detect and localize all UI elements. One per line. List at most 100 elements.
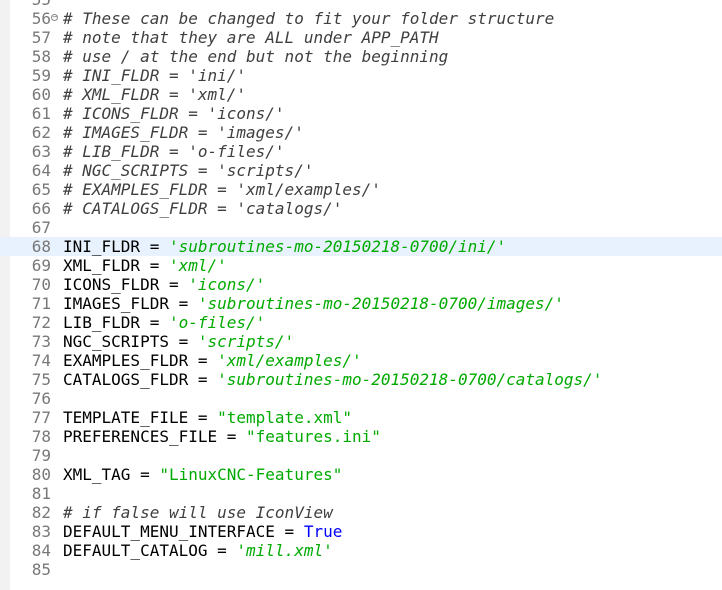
line-number: 67 (31, 218, 51, 237)
code-token: ICONS_FLDR = (63, 275, 189, 294)
code-line[interactable]: 61 # ICONS_FLDR = 'icons/' (0, 104, 722, 123)
code-line[interactable]: 58 # use / at the end but not the beginni… (0, 47, 722, 66)
code-token: # These can be changed to fit your folde… (63, 9, 555, 28)
code-token: PREFERENCES_FILE = (63, 427, 247, 446)
line-code: NGC_SCRIPTS = 'scripts/' (63, 332, 294, 351)
line-code: # INI_FLDR = 'ini/' (63, 66, 246, 85)
line-number: 77 (31, 408, 51, 427)
code-token: # LIB_FLDR = 'o-files/' (63, 142, 285, 161)
code-line[interactable]: 82 # if false will use IconView (0, 503, 722, 522)
line-code: # if false will use IconView (63, 503, 333, 522)
line-code: PREFERENCES_FILE = "features.ini" (63, 427, 381, 446)
line-code: CATALOGS_FLDR = 'subroutines-mo-20150218… (63, 370, 602, 389)
line-number: 57 (31, 28, 51, 47)
line-number: 65 (31, 180, 51, 199)
code-line[interactable]: 66# CATALOGS_FLDR = 'catalogs/' (0, 199, 722, 218)
code-token: "features.ini" (246, 427, 381, 446)
line-number: 68 (31, 237, 51, 256)
code-token: INI_FLDR = (63, 237, 169, 256)
line-code: XML_TAG = "LinuxCNC-Features" (63, 465, 342, 484)
code-token: # XML_FLDR = 'xml/' (63, 85, 247, 104)
line-code: XML_FLDR = 'xml/' (63, 256, 227, 275)
line-number: 59 (31, 66, 51, 85)
code-token: # IMAGES_FLDR = 'images/' (63, 123, 304, 142)
code-line[interactable]: 67 (0, 218, 722, 237)
line-code: # LIB_FLDR = 'o-files/' (63, 142, 285, 161)
code-line[interactable]: 77 TEMPLATE_FILE = "template.xml" (0, 408, 722, 427)
fold-toggle-icon[interactable]: − (51, 13, 58, 21)
line-code: # IMAGES_FLDR = 'images/' (63, 123, 304, 142)
line-code: ICONS_FLDR = 'icons/' (63, 275, 265, 294)
line-code: TEMPLATE_FILE = "template.xml" (63, 408, 352, 427)
code-line[interactable]: 59 # INI_FLDR = 'ini/' (0, 66, 722, 85)
code-token: NGC_SCRIPTS = (63, 332, 198, 351)
line-number: 62 (31, 123, 51, 142)
line-code: # EXAMPLES_FLDR = 'xml/examples/' (63, 180, 381, 199)
code-token: 'subroutines-mo-20150218-0700/images/' (197, 294, 564, 313)
line-code: LIB_FLDR = 'o-files/' (63, 313, 265, 332)
code-token: 'xml/' (168, 256, 227, 275)
code-line[interactable]: 83 DEFAULT_MENU_INTERFACE = True (0, 522, 722, 541)
code-token: IMAGES_FLDR = (63, 294, 198, 313)
code-token: EXAMPLES_FLDR = (63, 351, 218, 370)
line-number: 83 (31, 522, 51, 541)
line-code: # NGC_SCRIPTS = 'scripts/' (63, 161, 313, 180)
code-line[interactable]: 63# LIB_FLDR = 'o-files/' (0, 142, 722, 161)
line-number: 82 (31, 503, 51, 522)
code-line[interactable]: 81 (0, 484, 722, 503)
code-line[interactable]: 76 (0, 389, 722, 408)
code-token: 'o-files/' (168, 313, 266, 332)
code-token: DEFAULT_CATALOG = (63, 541, 237, 560)
code-token: # use / at the end but not the beginning (63, 47, 449, 66)
code-token: True (303, 522, 343, 541)
code-token: TEMPLATE_FILE = (63, 408, 218, 427)
code-line[interactable]: 55 (0, 0, 722, 9)
code-token: 'mill.xml' (236, 541, 333, 560)
line-code: EXAMPLES_FLDR = 'xml/examples/' (63, 351, 362, 370)
code-line[interactable]: 62 # IMAGES_FLDR = 'images/' (0, 123, 722, 142)
code-token: 'xml/examples/' (217, 351, 362, 370)
code-token: # EXAMPLES_FLDR = 'xml/examples/' (63, 180, 381, 199)
code-token: XML_FLDR = (63, 256, 169, 275)
line-number: 69 (31, 256, 51, 275)
code-line[interactable]: 70 ICONS_FLDR = 'icons/' (0, 275, 722, 294)
line-code: # These can be changed to fit your folde… (63, 9, 554, 28)
line-number: 58 (31, 47, 51, 66)
line-number: 80 (31, 465, 51, 484)
code-token: # INI_FLDR = 'ini/' (63, 66, 247, 85)
code-token: XML_TAG = (63, 465, 160, 484)
line-code: # note that they are ALL under APP_PATH (63, 28, 439, 47)
code-line[interactable]: 65 # EXAMPLES_FLDR = 'xml/examples/' (0, 180, 722, 199)
code-token: CATALOGS_FLDR = (63, 370, 218, 389)
line-number: 79 (31, 446, 51, 465)
code-line[interactable]: 74 EXAMPLES_FLDR = 'xml/examples/' (0, 351, 722, 370)
line-number: 74 (31, 351, 51, 370)
code-line[interactable]: 79 (0, 446, 722, 465)
code-line[interactable]: 69 XML_FLDR = 'xml/' (0, 256, 722, 275)
code-token: DEFAULT_MENU_INTERFACE = (63, 522, 304, 541)
line-code: # use / at the end but not the beginning (63, 47, 448, 66)
line-code: DEFAULT_CATALOG = 'mill.xml' (63, 541, 333, 560)
code-token: # ICONS_FLDR = 'icons/' (63, 104, 285, 123)
code-line[interactable]: 85 (0, 560, 722, 579)
code-line[interactable]: 64# NGC_SCRIPTS = 'scripts/' (0, 161, 722, 180)
code-token: "LinuxCNC-Features" (159, 465, 343, 484)
line-number: 66 (31, 199, 51, 218)
line-number: 61 (31, 104, 51, 123)
code-line[interactable]: 60# XML_FLDR = 'xml/' (0, 85, 722, 104)
code-line[interactable]: 80 XML_TAG = "LinuxCNC-Features" (0, 465, 722, 484)
code-line[interactable]: 56−# These can be changed to fit your fo… (0, 9, 722, 28)
code-token: 'subroutines-mo-20150218-0700/catalogs/' (217, 370, 603, 389)
line-number: 70 (31, 275, 51, 294)
code-line[interactable]: 57 # note that they are ALL under APP_PAT… (0, 28, 722, 47)
code-token: "template.xml" (217, 408, 352, 427)
